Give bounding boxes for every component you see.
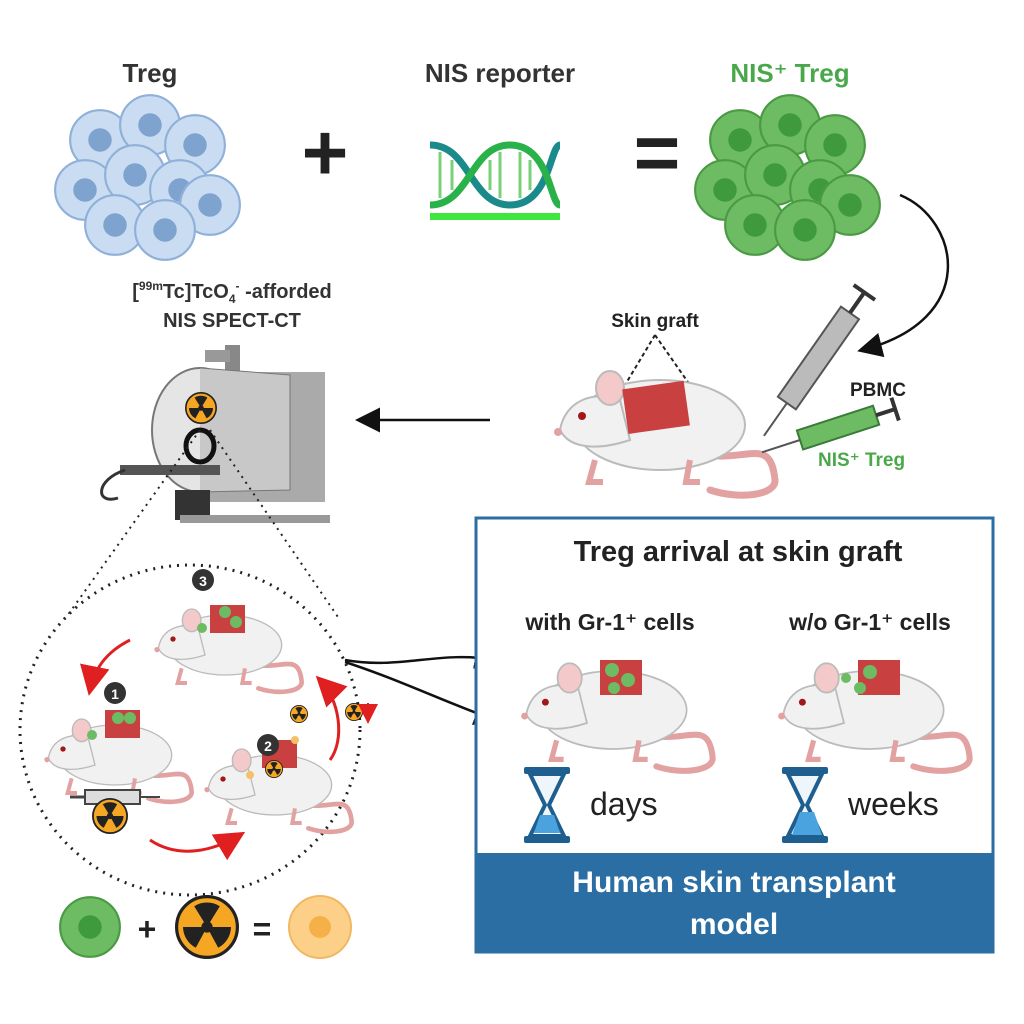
plus-sign: + [302,108,349,197]
imaging-cycle: 3 1 2 [44,569,378,861]
treg-cell-icon [134,199,196,261]
spect-tracer-label: [99mTc]TcO4- -afforded [132,279,332,306]
nis-treg-label: NIS⁺ Treg [730,58,849,88]
injection-arrow [857,193,950,358]
legend-equation: + = [59,895,352,959]
step-number-3: 3 [199,573,207,589]
zoom-line-left [49,429,201,641]
radioactive-icon [92,798,128,834]
skin-graft-patch [622,380,690,434]
without-gr1-label: w/o Gr-1⁺ cells [788,609,951,635]
step-badge-2 [257,734,279,756]
skin-graft-pointer [624,334,691,386]
spect-ct-label: NIS SPECT-CT [163,310,301,332]
nis-treg-cell-cluster [694,94,881,261]
pbmc-label: PBMC [850,380,906,401]
cycle-arrow [80,638,131,696]
model-footer [476,853,993,952]
graft-with-gr1 [600,660,642,695]
radioactive-icon [345,703,363,721]
with-gr1-label: with Gr-1⁺ cells [524,609,694,635]
step-number-1: 1 [111,686,119,702]
days-label: days [590,786,658,822]
radioactive-icon [185,392,217,424]
result-box-title: Treg arrival at skin graft [574,536,903,568]
step-badge-3 [192,569,214,591]
cycle-arrow [315,675,348,761]
nis-treg-syringe-icon [761,397,901,454]
model-footer-line2: model [690,908,778,941]
cycle-arrow [149,831,246,861]
model-footer-line1: Human skin transplant [572,866,895,899]
weeks-label: weeks [847,786,939,822]
radioactive-icon [290,705,308,723]
result-box: Treg arrival at skin graft with Gr-1⁺ ce… [474,516,995,954]
step-number-2: 2 [264,738,272,754]
pbmc-syringe-icon [763,283,877,437]
nis-treg-syringe-label: NIS⁺ Treg [818,450,905,471]
nis-reporter-label: NIS reporter [425,58,575,88]
legend-equals: = [253,911,272,947]
treg-label: Treg [123,58,178,88]
nis-treg-cell-icon [774,199,836,261]
treg-cell-cluster [54,94,241,261]
result-arrow-with [344,644,500,669]
step-badge-1 [104,682,126,704]
nis-treg-cell-icon [59,896,121,958]
spect-ct-scanner [100,345,330,523]
equals-sign: = [634,108,681,197]
skin-graft-label: Skin graft [611,311,699,332]
radioactive-icon [175,895,239,959]
radioactive-icon [265,760,283,778]
dna-helix-icon [429,141,562,220]
legend-plus: + [138,911,157,947]
